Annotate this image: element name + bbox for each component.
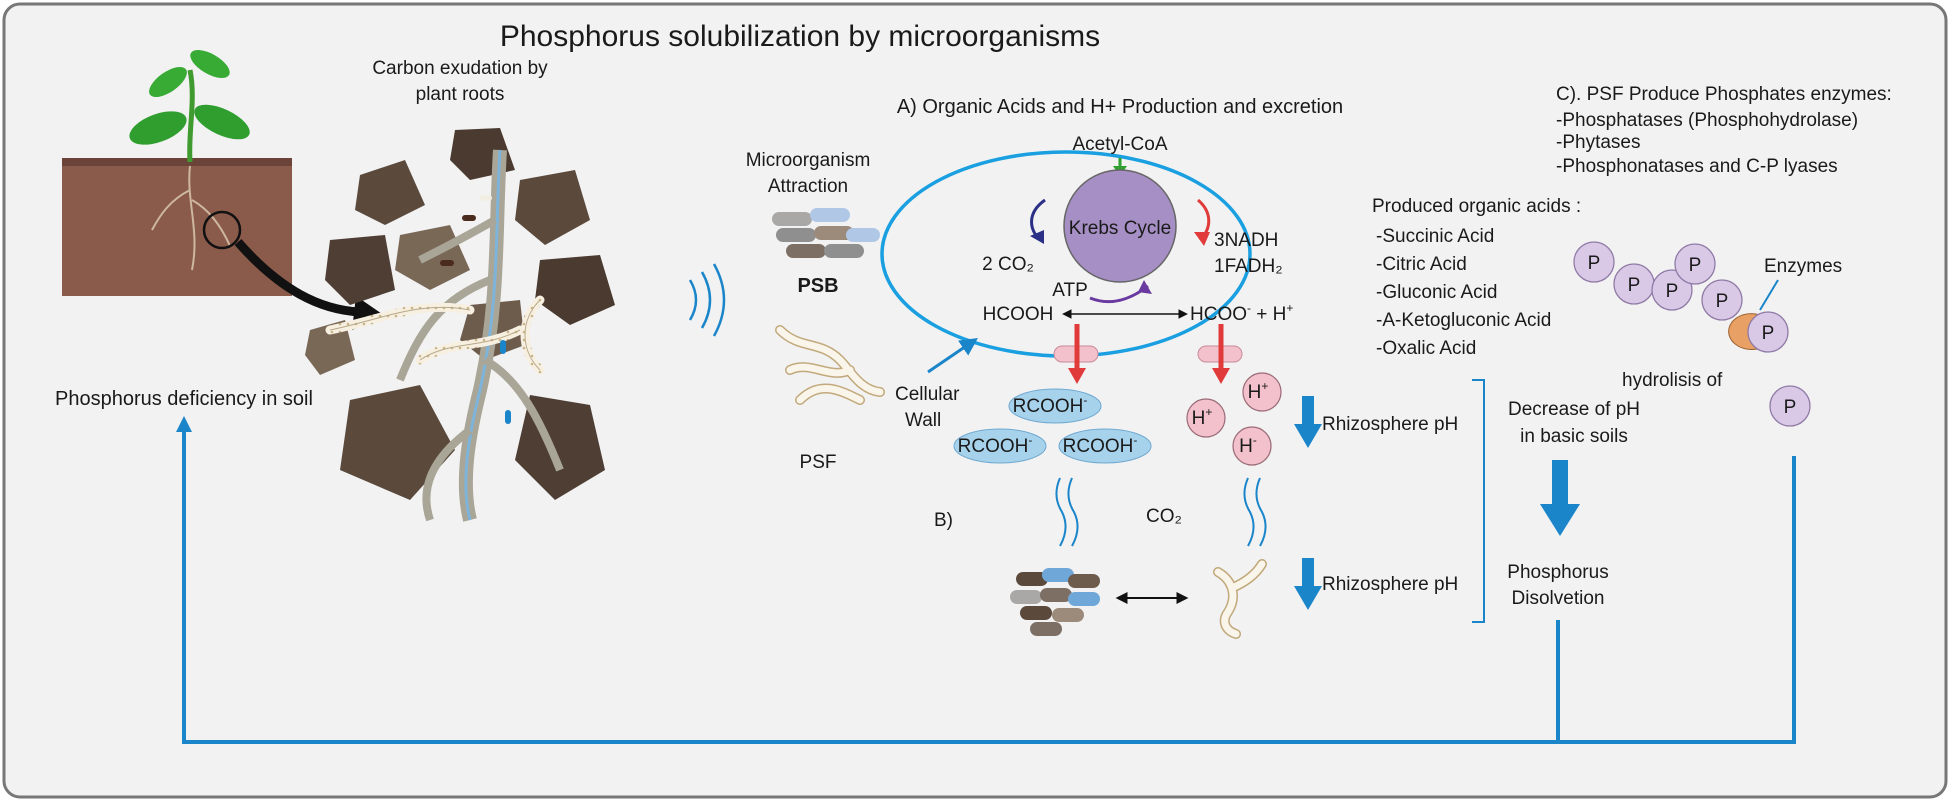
dissolution-arrow [1540,460,1580,536]
fungi-b [1213,559,1267,639]
svg-text:H+: H+ [1192,405,1213,429]
roots-caption-line2: plant roots [416,84,505,105]
svg-text:P: P [1588,253,1601,274]
soil-block [62,158,292,296]
phosphate-chain: P P P P P P [1573,241,1789,353]
cell-membrane [880,150,1252,358]
psf-fungi [775,325,885,405]
transporter-left [1053,324,1099,384]
soil-label: Phosphorus deficiency in soil [55,388,313,410]
roots-caption-line1: Carbon exudation by [372,58,548,79]
rcooh-bubble-3: RCOOH- [1058,428,1152,464]
rhizo-ph-1: Rhizosphere pH [1322,414,1458,435]
nadh-label: 3NADH [1214,230,1278,251]
psb-bacteria-cluster [772,208,880,258]
co2-out: 2 CO₂ [982,254,1034,275]
zoom-arrow [234,239,361,317]
svg-text:P: P [1628,275,1641,296]
enzyme-item-3: -Phosphonatases and C-P lyases [1556,156,1838,177]
acid-item-2: -Citric Acid [1376,254,1467,275]
svg-text:P: P [1716,291,1729,312]
feedback-loop [182,428,1796,744]
section-b-co2: CO₂ [1146,506,1182,527]
diagram-title: Phosphorus solubilization by microorgani… [500,20,1100,53]
rcooh-bubble-2: RCOOH- [953,428,1047,464]
co2-wave-left [1055,477,1079,547]
section-a-heading: A) Organic Acids and H+ Production and e… [897,96,1343,118]
attraction-line1: Microorganism [746,150,871,171]
section-b-label: B) [934,510,953,531]
hcoo-label: HCOO- + H+ [1190,301,1293,325]
proton-2: H+ [1242,372,1282,412]
section-c-heading: C). PSF Produce Phosphates enzymes: [1556,84,1892,105]
rhizo-arrow-1 [1294,396,1322,448]
svg-text:P: P [1666,281,1679,302]
decrease-line1: Decrease of pH [1508,399,1640,420]
signal-waves [688,263,726,337]
enzymes-pointer [1759,279,1779,311]
krebs-cycle-label: Krebs Cycle [1069,218,1171,239]
atp-label: ATP [1052,280,1088,301]
dissolution-line1: Phosphorus [1507,562,1608,583]
feedback-arrowhead [176,416,192,432]
plant-illustration [129,50,250,271]
svg-text:RCOOH-: RCOOH- [1013,393,1088,417]
ph-bracket [1472,379,1485,623]
hcooh-label: HCOOH [983,304,1054,325]
rcooh-bubble-1: RCOOH- [1008,388,1102,424]
svg-text:H+: H+ [1248,379,1269,403]
hydrolysis-p-label: P [1784,397,1797,418]
dissolution-line2: Disolvetion [1512,588,1605,609]
rhizo-ph-2: Rhizosphere pH [1322,574,1458,595]
svg-text:P: P [1689,255,1702,276]
svg-text:H-: H- [1239,433,1257,457]
hydrolysis-label: hydrolisis of [1622,370,1723,391]
acid-item-3: -Gluconic Acid [1376,282,1497,303]
psb-label: PSB [797,275,838,297]
acid-item-4: -A-Ketogluconic Acid [1376,310,1551,331]
svg-text:RCOOH-: RCOOH- [1063,433,1138,457]
rhizo-arrow-2 [1294,558,1322,610]
hydrolysis-p [1769,385,1811,427]
attraction-line2: Attraction [768,176,848,197]
proton-1: H+ [1186,398,1226,438]
decrease-line2: in basic soils [1520,426,1628,447]
acid-item-5: -Oxalic Acid [1376,338,1476,359]
fadh-label: 1FADH₂ [1214,256,1283,277]
krebs-cycle-circle [1063,169,1177,283]
cell-wall-line2: Wall [905,410,941,431]
transporter-right [1197,324,1243,384]
svg-text:P: P [1762,323,1775,344]
svg-text:RCOOH-: RCOOH- [958,433,1033,457]
co2-wave-right [1243,477,1267,547]
enzyme-item-1: -Phosphatases (Phosphohydrolase) [1556,110,1858,131]
proton-3: H- [1232,426,1272,466]
enzyme-item-2: -Phytases [1556,132,1640,153]
acetyl-coa: Acetyl-CoA [1072,134,1167,155]
cell-wall-line1: Cellular [895,384,960,405]
acids-heading: Produced organic acids : [1372,196,1581,217]
psf-label: PSF [800,452,837,473]
acid-item-1: -Succinic Acid [1376,226,1494,247]
bacteria-cluster-b [1010,568,1100,636]
root-aggregate-illustration [305,128,615,522]
cell-wall-pointer [927,337,978,374]
enzymes-label: Enzymes [1764,256,1842,277]
